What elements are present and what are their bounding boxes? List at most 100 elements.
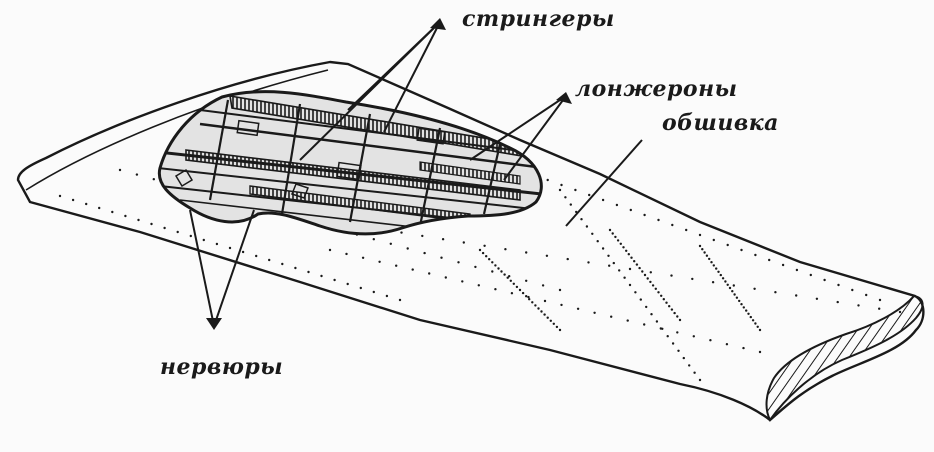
rivet <box>721 277 725 280</box>
rivet <box>525 295 528 298</box>
rivet <box>346 282 349 286</box>
rivet <box>657 291 660 294</box>
rivet <box>677 349 680 352</box>
rivet <box>537 307 540 310</box>
rivet-rows <box>58 168 902 382</box>
rivet <box>612 261 615 265</box>
rivet <box>633 260 636 263</box>
rivet <box>372 238 375 241</box>
rivet <box>754 253 757 257</box>
rivet <box>596 240 599 243</box>
rivet <box>525 251 528 254</box>
rivet <box>268 258 271 262</box>
rivet <box>724 280 727 283</box>
rivet <box>428 272 431 275</box>
rivet <box>560 183 563 187</box>
rivet <box>58 194 62 198</box>
rivet <box>307 270 310 274</box>
cutaway-opening <box>157 90 543 236</box>
rivet <box>485 255 488 258</box>
rivet <box>712 264 715 267</box>
rivet <box>629 208 632 212</box>
rivet <box>111 210 114 214</box>
rivet <box>560 303 563 307</box>
rivet <box>795 268 799 272</box>
rivet <box>601 198 605 202</box>
rivet <box>491 270 494 273</box>
rivet <box>878 298 882 302</box>
rivet <box>623 276 626 279</box>
rivet <box>685 228 688 232</box>
rivet <box>731 290 734 293</box>
rivet <box>670 308 674 311</box>
rivet <box>478 248 482 252</box>
rivet <box>333 278 336 282</box>
rivet <box>150 222 153 226</box>
rivet <box>837 283 840 287</box>
rivet <box>733 293 736 296</box>
rivet <box>488 258 491 261</box>
rivet <box>477 284 480 287</box>
rivet <box>361 256 365 259</box>
rivet <box>378 260 381 263</box>
rivet <box>320 274 323 278</box>
structure-details <box>174 119 446 199</box>
rivet <box>701 248 704 251</box>
rivet <box>389 242 392 245</box>
rivet <box>503 273 506 276</box>
rivet <box>753 287 756 290</box>
rivet <box>98 206 101 210</box>
rivet <box>474 265 477 269</box>
rivet <box>385 294 389 298</box>
rivet <box>650 313 653 316</box>
leading-edge-line <box>25 69 329 191</box>
rivet <box>546 178 549 182</box>
rivet <box>441 238 445 241</box>
label-stringers: стрингеры <box>462 6 615 32</box>
rivet <box>566 257 569 261</box>
rivet <box>676 331 679 334</box>
rivet <box>692 335 695 338</box>
rivet <box>742 346 745 350</box>
arrow-heads <box>206 18 572 330</box>
rivet <box>400 231 403 234</box>
rivet <box>555 325 559 329</box>
rivet <box>662 298 665 301</box>
rivet <box>124 214 127 218</box>
rivet <box>665 301 668 304</box>
rivet <box>509 279 512 282</box>
rivet <box>676 315 679 318</box>
rivet <box>641 270 644 273</box>
rivet <box>616 239 620 242</box>
rivet <box>732 284 735 287</box>
rivet <box>457 261 460 264</box>
rivet <box>651 284 655 287</box>
rivet <box>423 251 426 255</box>
rivet <box>541 284 545 287</box>
rivet <box>865 293 868 297</box>
rivet <box>569 203 572 206</box>
rivet <box>614 235 617 239</box>
rivet <box>638 266 641 270</box>
rivet <box>543 299 547 303</box>
rivet <box>241 250 245 254</box>
rivet <box>494 288 497 291</box>
rivet <box>639 298 642 301</box>
rivet <box>558 288 562 292</box>
rivet <box>726 243 729 247</box>
rivet <box>635 263 639 266</box>
label-ribs: нервюры <box>160 354 284 380</box>
rivet <box>630 256 633 259</box>
rivet <box>508 275 511 278</box>
rivet <box>440 256 443 259</box>
rivet <box>898 310 902 314</box>
rivet <box>510 292 514 295</box>
rivet <box>742 306 745 309</box>
rivet <box>693 371 696 374</box>
rivet <box>738 299 741 303</box>
rivet <box>751 319 755 322</box>
rivet <box>395 264 398 267</box>
rivet <box>406 247 409 250</box>
rivet <box>601 247 605 250</box>
